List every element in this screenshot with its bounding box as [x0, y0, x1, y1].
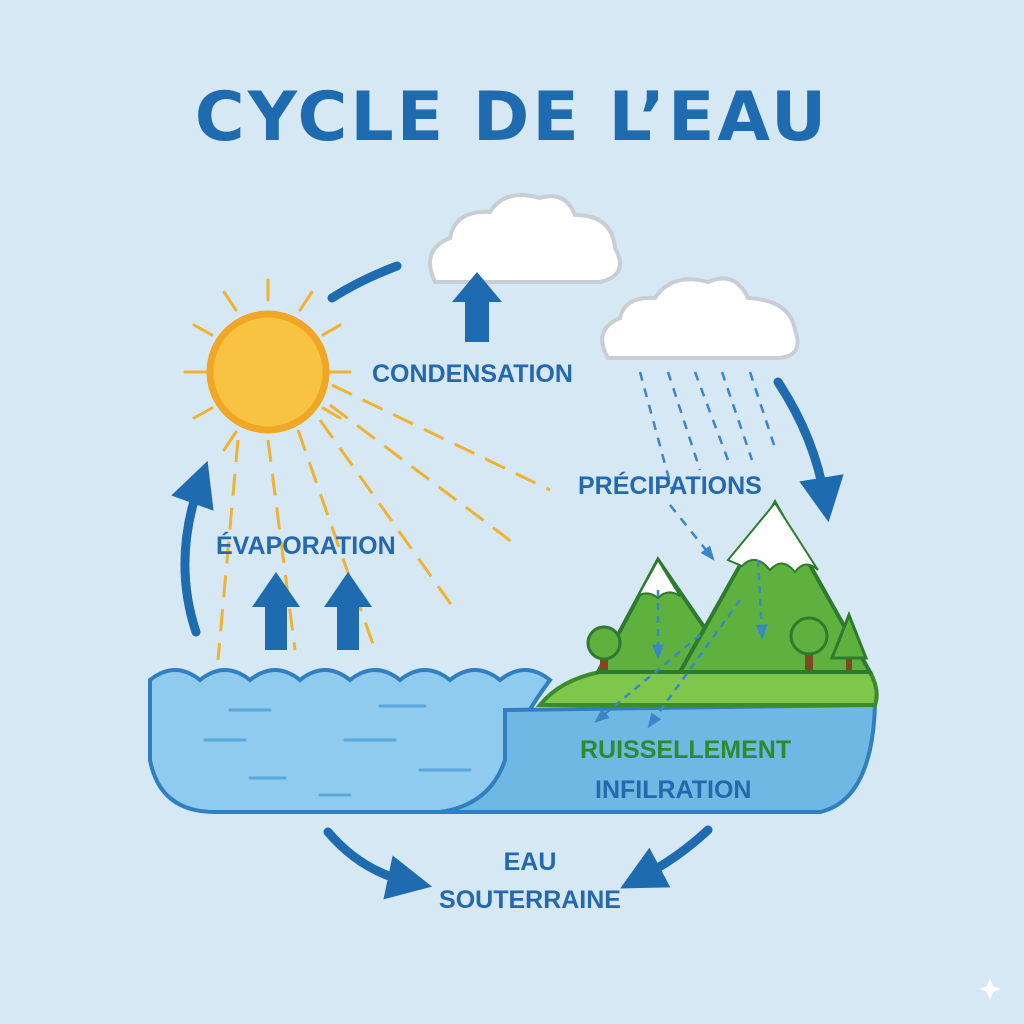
label-groundwater-line1: EAU: [440, 848, 620, 877]
cloud-icon: [430, 195, 620, 282]
arc-arrow-bottom-right: [640, 830, 708, 878]
label-condensation: CONDENSATION: [372, 360, 573, 389]
arc-arrow-precipitation: [778, 382, 825, 500]
mountain-icon: [598, 503, 870, 672]
evaporation-arrows: [252, 572, 372, 650]
arc-arrow-top-left: [332, 266, 397, 298]
arc-arrow-evaporation: [185, 482, 200, 632]
cloud-icon: [602, 278, 797, 358]
label-infiltration: INFILRATION: [595, 776, 751, 805]
label-evaporation: ÉVAPORATION: [216, 532, 396, 561]
grass-land: [540, 672, 877, 705]
arrow-icon: [252, 572, 300, 650]
label-ruissellement: RUISSELLEMENT: [580, 736, 791, 765]
arc-arrow-bottom-left: [328, 832, 410, 882]
sun-icon: [185, 280, 350, 450]
label-groundwater-line2: SOUTERRAINE: [420, 886, 640, 915]
arrow-icon: [324, 572, 372, 650]
sparkle-icon: [979, 978, 1001, 1000]
label-precipitations: PRÉCIPATIONS: [578, 472, 762, 501]
page-title: CYCLE DE L’EAU: [0, 78, 1024, 157]
